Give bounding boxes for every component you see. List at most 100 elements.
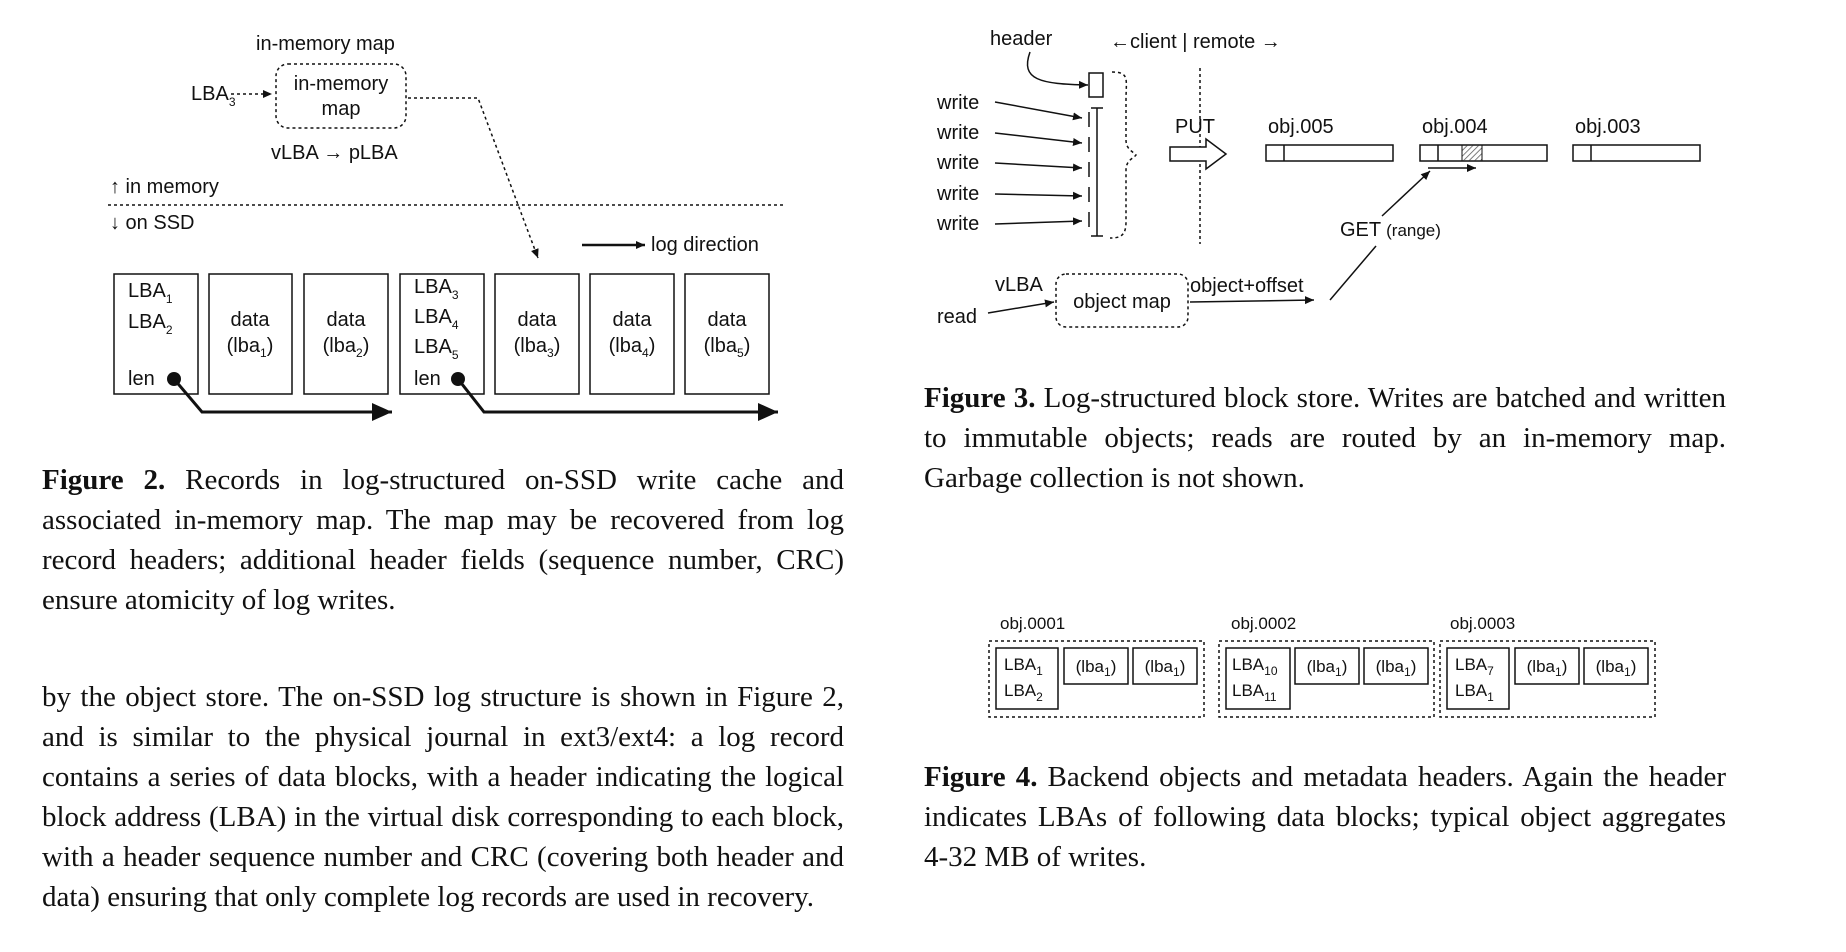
fig4-obj-0003-header (1446, 647, 1510, 710)
fig3-obj-005-label: obj.005 (1268, 116, 1334, 138)
fig3-read-label: read (937, 306, 977, 328)
fig4-obj-0003-data-2-label: (lba1) (1596, 657, 1637, 679)
fig2-record1-len-pointer (172, 378, 392, 421)
fig4-obj-0002-label: obj.0002 (1231, 614, 1296, 633)
fig3-header-label: header (990, 28, 1053, 50)
fig2-lba3-label: LBA3 (191, 83, 236, 109)
fig3-write-arrow-2 (994, 132, 1083, 146)
fig3-write-5: write (936, 213, 979, 235)
fig4-obj-0003-box (1439, 640, 1656, 718)
fig2-record1-len: len (128, 368, 155, 390)
fig2-data-block-3-arg: (lba3) (514, 335, 561, 360)
fig3-object-map-box (1055, 273, 1189, 328)
fig4-obj-0002-box (1218, 640, 1435, 718)
fig2-map-line2: map (322, 98, 361, 120)
fig3-obj-004 (1419, 144, 1548, 162)
fig3-vlba-label: vLBA (995, 274, 1043, 296)
fig3-header-block (1088, 72, 1104, 98)
figure-3-caption-text: Log-structured block store. Writes are b… (924, 382, 1726, 494)
fig2-record2-len-pointer (456, 378, 778, 421)
figure-2: in-memory map LBA3 in-memory map vLBA → … (108, 33, 786, 421)
fig2-data-block-4-word: data (613, 309, 653, 331)
figure-2-caption-label: Figure 2. (42, 464, 166, 496)
fig4-obj-0002-header (1225, 647, 1291, 710)
fig4-obj-0003-data-2 (1583, 647, 1649, 685)
fig2-record1-header (113, 273, 199, 395)
fig3-write-3: write (936, 152, 979, 174)
fig4-obj-0001-header (995, 647, 1059, 710)
fig2-data-block-5-arg: (lba5) (704, 335, 751, 360)
fig3-write-arrow-5 (994, 217, 1083, 226)
fig2-in-memory-label: ↑ in memory (110, 176, 219, 198)
fig2-map-pointer (408, 97, 539, 259)
fig2-data-block-1-arg: (lba1) (227, 335, 274, 360)
fig3-write-arrow-3 (994, 162, 1083, 172)
fig2-data-block-5 (684, 273, 770, 395)
fig2-data-block-3-word: data (518, 309, 558, 331)
fig3-write-1: write (936, 92, 979, 114)
fig2-data-block-5-word: data (708, 309, 748, 331)
fig3-put-arrow (1169, 137, 1228, 171)
figure-3: header ←client | remote → write write wr… (936, 28, 1701, 328)
fig3-get-connector (1329, 245, 1377, 301)
fig3-object-map-label: object map (1073, 291, 1171, 313)
fig4-obj-0003-label: obj.0003 (1450, 614, 1515, 633)
fig4-obj-0001-lba-b: LBA2 (1004, 681, 1043, 704)
fig3-obj-005 (1265, 144, 1394, 162)
figure-4-caption-label: Figure 4. (924, 761, 1038, 793)
fig4-obj-0001-label: obj.0001 (1000, 614, 1065, 633)
fig2-map-line1: in-memory (294, 73, 388, 95)
figure-3-caption: Figure 3. Log-structured block store. Wr… (924, 378, 1726, 498)
fig3-obj-004-label: obj.004 (1422, 116, 1488, 138)
fig4-obj-0001-box (988, 640, 1205, 718)
fig2-record2-lba5: LBA5 (414, 336, 459, 362)
figure-4: obj.0001 LBA1 LBA2 (lba1) (lba1) obj.000… (988, 614, 1656, 718)
figure-4-caption-text: Backend objects and metadata headers. Ag… (924, 761, 1726, 873)
fig3-get-label: GET(range) (1340, 219, 1441, 241)
fig3-batch-brace (1109, 71, 1137, 239)
fig3-object-offset-label: object+offset (1190, 275, 1304, 297)
fig4-obj-0002-lba-a: LBA10 (1232, 655, 1278, 678)
fig3-obj-003-label: obj.003 (1575, 116, 1641, 138)
fig3-object-offset-arrow (1189, 296, 1315, 305)
fig2-data-block-4 (589, 273, 675, 395)
fig3-write-4: write (936, 183, 979, 205)
figure-3-caption-label: Figure 3. (924, 382, 1036, 414)
fig2-record1-lba1: LBA1 (128, 280, 173, 306)
fig4-obj-0003-data-1 (1514, 647, 1580, 685)
fig4-obj-0003-data-1-label: (lba1) (1527, 657, 1568, 679)
fig2-data-block-2 (303, 273, 389, 395)
fig4-obj-0001-data-1 (1063, 647, 1129, 685)
figure-4-caption: Figure 4. Backend objects and metadata h… (924, 757, 1726, 877)
figure-2-caption: Figure 2. Records in log-structured on-S… (42, 460, 844, 620)
body-paragraph: by the object store. The on-SSD log stru… (42, 681, 844, 913)
fig3-get-arrow (1381, 170, 1431, 217)
fig2-record1-lba2: LBA2 (128, 311, 173, 337)
fig3-write-arrow-1 (994, 101, 1083, 121)
fig2-record2-len: len (414, 368, 441, 390)
fig4-obj-0001-lba-a: LBA1 (1004, 655, 1043, 678)
fig2-record2-lba4: LBA4 (414, 306, 459, 332)
fig2-data-block-4-arg: (lba4) (609, 335, 656, 360)
fig4-obj-0003-lba-b: LBA1 (1455, 681, 1494, 704)
fig3-obj-004-range (1461, 144, 1483, 162)
fig4-obj-0003-lba-a: LBA7 (1455, 655, 1494, 678)
fig2-data-block-3 (494, 273, 580, 395)
fig4-obj-0001-data-2 (1132, 647, 1198, 685)
fig4-obj-0002-lba-b: LBA11 (1232, 681, 1277, 704)
fig3-put-label: PUT (1175, 116, 1215, 138)
fig3-obj-003 (1572, 144, 1701, 162)
fig3-write-arrow-4 (994, 191, 1083, 200)
fig4-obj-0002-data-1-label: (lba1) (1307, 657, 1348, 679)
fig4-obj-0001-data-1-label: (lba1) (1076, 657, 1117, 679)
fig2-record2-header (399, 273, 485, 395)
fig3-header-pointer (1026, 51, 1089, 89)
fig2-record2-lba3: LBA3 (414, 276, 459, 302)
fig4-obj-0001-data-2-label: (lba1) (1145, 657, 1186, 679)
fig2-map-formula: vLBA → pLBA (271, 142, 398, 164)
fig3-read-arrow (987, 299, 1055, 314)
fig4-obj-0002-data-2 (1363, 647, 1429, 685)
fig4-obj-0002-data-2-label: (lba1) (1376, 657, 1417, 679)
fig2-log-direction-label: log direction (651, 234, 759, 256)
